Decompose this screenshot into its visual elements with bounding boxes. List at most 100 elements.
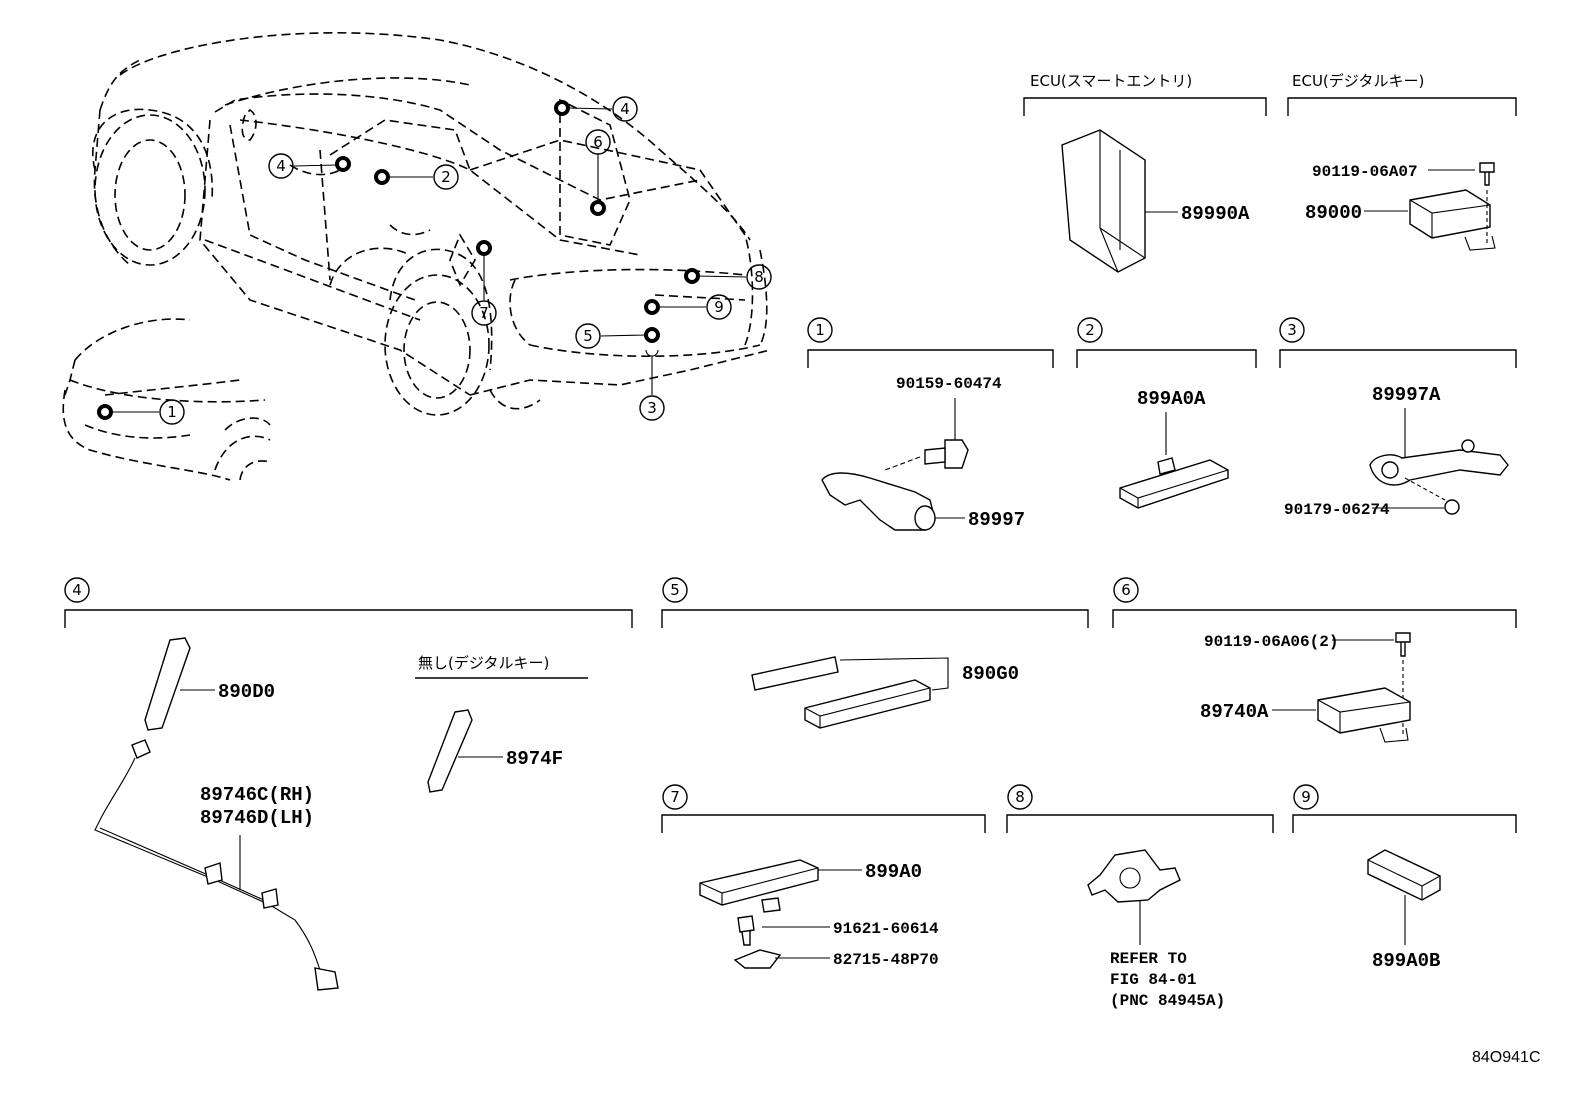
callout-number: 1 [815, 321, 825, 339]
connector-icon [131, 739, 151, 759]
callout-number: 9 [714, 298, 724, 316]
module-89740A-shape [1317, 687, 1411, 734]
callout-circle [662, 784, 688, 810]
sensor-89997A-shape [1369, 449, 1509, 486]
bolt-icon [1479, 162, 1495, 186]
callout-circle [471, 300, 497, 326]
antenna-8974F-shape [427, 709, 473, 793]
part-number-89740A: 89740A [1200, 701, 1269, 723]
callout-circle [585, 129, 611, 155]
callout-number: 3 [647, 399, 657, 417]
callout-circle [1077, 317, 1103, 343]
callout-number: 2 [441, 168, 451, 186]
callout-circle [575, 323, 601, 349]
vehicle-leader-lines [111, 107, 747, 413]
callout-number: 8 [754, 268, 764, 286]
section-ecu-smart-entry: ECU(スマートエントリ) 89990A [1023, 72, 1267, 273]
bolt-head [944, 439, 969, 469]
callout-circle [1279, 317, 1305, 343]
section-ecu-digital-key: ECU(デジタルキー) 90119-06A07 89000 [1287, 72, 1517, 251]
vehicle-front-view-illustration [62, 318, 271, 481]
callout-number: 8 [1015, 788, 1025, 806]
part-number-90179-06274: 90179-06274 [1284, 501, 1390, 519]
part-number-899A0A: 899A0A [1137, 388, 1206, 410]
section-2: 2 899A0A [1076, 317, 1257, 509]
handle-sensor-shape [1087, 849, 1181, 903]
callout-number: 9 [1301, 788, 1311, 806]
callout-number: 7 [479, 304, 489, 322]
part-number-899A0: 899A0 [865, 861, 922, 883]
marker-8 [684, 268, 700, 284]
part-number-89997A: 89997A [1372, 384, 1441, 406]
section-1: 1 90159-60474 89997 [807, 317, 1054, 531]
refer-line-2: FIG 84-01 [1110, 971, 1196, 989]
section-header: 無し(デジタルキー) [418, 654, 549, 672]
antenna-899A0A-shape [1119, 459, 1229, 509]
refer-line-1: REFER TO [1110, 950, 1187, 968]
part-number-82715-48P70: 82715-48P70 [833, 951, 939, 969]
callout-number: 4 [276, 157, 286, 175]
marker-7 [476, 240, 492, 256]
vehicle-rear-view-illustration [92, 32, 771, 416]
clip-icon [733, 949, 782, 969]
section-header: ECU(スマートエントリ) [1030, 72, 1192, 90]
figure-id: 84O941C [1472, 1049, 1541, 1066]
section-6: 6 90119-06A06(2) 89740A [1112, 577, 1517, 743]
part-number-90119-06A06: 90119-06A06(2) [1204, 633, 1338, 651]
marker-6 [590, 200, 606, 216]
callout-number: 1 [167, 403, 177, 421]
connector-icon [314, 967, 339, 991]
part-number-890G0: 890G0 [962, 663, 1019, 685]
part-number-890D0: 890D0 [218, 681, 275, 703]
part-number-90119-06A07: 90119-06A07 [1312, 163, 1418, 181]
callout-number: 2 [1085, 321, 1095, 339]
marker-4-left [335, 156, 351, 172]
callout-circle [433, 164, 459, 190]
marker-9 [644, 299, 660, 315]
part-number-8974F: 8974F [506, 748, 563, 770]
section-8: 8 REFER TO FIG 84-01 (PNC 84945A) [1006, 784, 1274, 1010]
part-number-89746D: 89746D(LH) [200, 807, 314, 829]
section-header: ECU(デジタルキー) [1292, 72, 1424, 90]
section-3: 3 89997A 90179-06274 [1279, 317, 1517, 519]
callout-circle [268, 153, 294, 179]
callout-number: 6 [1121, 581, 1131, 599]
callout-circle [159, 399, 185, 425]
part-number-89997: 89997 [968, 509, 1025, 531]
marker-3 [645, 349, 659, 357]
refer-line-3: (PNC 84945A) [1110, 992, 1225, 1010]
clip-icon [1444, 499, 1460, 515]
ecu-smart-entry-shape [1061, 129, 1146, 273]
part-number-89746C: 89746C(RH) [200, 784, 314, 806]
marker-2 [374, 169, 390, 185]
marker-4-right [554, 100, 570, 116]
callout-number: 6 [593, 133, 603, 151]
callout-number: 5 [583, 327, 593, 345]
callout-circle [706, 294, 732, 320]
antenna-890D0-shape [144, 637, 191, 731]
bolt-icon [737, 915, 755, 946]
part-number-91621-60614: 91621-60614 [833, 920, 939, 938]
callout-circle [746, 264, 772, 290]
sensor-89997-shape [821, 472, 936, 531]
marker-5 [644, 327, 660, 343]
callout-circle [662, 577, 688, 603]
callout-number: 5 [670, 581, 680, 599]
callout-number: 3 [1287, 321, 1297, 339]
marker-1 [97, 404, 113, 420]
section-5: 5 890G0 [661, 577, 1089, 729]
callout-number: 4 [72, 581, 82, 599]
callout-circle [64, 577, 90, 603]
callout-circle [1293, 784, 1319, 810]
ecu-digital-key-shape [1409, 189, 1491, 239]
callout-number: 7 [670, 788, 680, 806]
section-4: 4 890D0 89746C(RH) 89746D(LH) 無し(デジタルキー)… [64, 577, 633, 991]
callout-number: 4 [620, 100, 630, 118]
part-number-89000: 89000 [1305, 202, 1362, 224]
antenna-cover-shape [751, 656, 839, 691]
part-number-89990A: 89990A [1181, 203, 1250, 225]
section-9: 9 899A0B [1292, 784, 1517, 972]
callout-circle [1007, 784, 1033, 810]
bolt-icon [1395, 632, 1411, 657]
callout-circle [612, 96, 638, 122]
